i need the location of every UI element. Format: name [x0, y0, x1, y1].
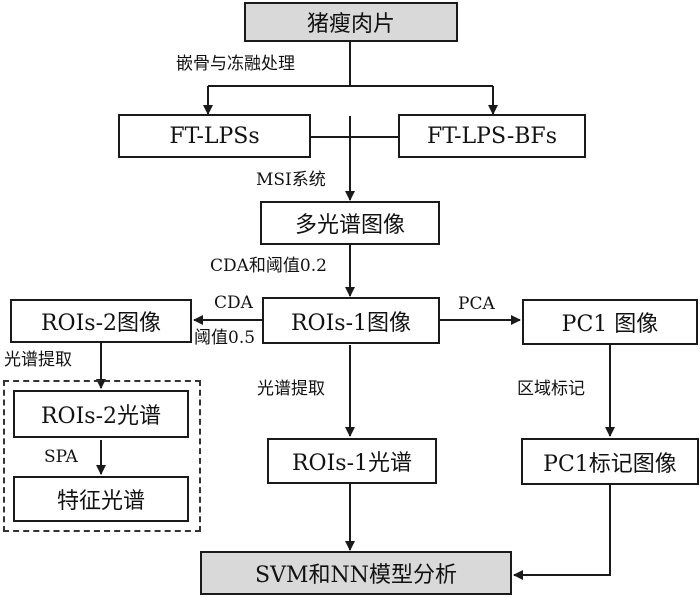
arrow-pc1-marked-to-model [513, 484, 611, 580]
label-spectrum-extract-center: 光谱提取 [257, 379, 325, 399]
label-spa: SPA [44, 447, 78, 467]
feature-spectrum-node: 特征光谱 [13, 476, 189, 522]
rois1-spectrum-node: ROIs-1光谱 [267, 438, 437, 484]
pc1-marked-image-node: PC1标记图像 [521, 438, 699, 485]
edge-merge [310, 116, 399, 138]
rois2-spectrum-node: ROIs-2光谱 [13, 390, 189, 438]
label-spectrum-extract-left: 光谱提取 [4, 350, 72, 370]
label-pca: PCA [458, 294, 495, 314]
ft-lps-bfs-node: FT-LPS-BFs [398, 114, 586, 158]
spectrum-selection-group [3, 380, 201, 532]
label-threshold-05: 阈值0.5 [194, 328, 256, 348]
msi-image-node: 多光谱图像 [260, 201, 440, 245]
model-node: SVM和NN模型分析 [200, 551, 512, 595]
label-deboning: 嵌骨与冻融处理 [176, 54, 295, 74]
label-msi-system: MSI系统 [256, 170, 326, 190]
rois2-image-node: ROIs-2图像 [10, 299, 192, 343]
pc1-image-node: PC1 图像 [522, 299, 698, 345]
label-cda: CDA [214, 293, 253, 313]
source-node: 猪瘦肉片 [244, 2, 458, 42]
ft-lpss-node: FT-LPSs [118, 114, 311, 158]
rois1-image-node: ROIs-1图像 [262, 297, 440, 344]
label-region-marking: 区域标记 [517, 379, 585, 399]
label-cda-threshold-02: CDA和阈值0.2 [210, 256, 327, 276]
